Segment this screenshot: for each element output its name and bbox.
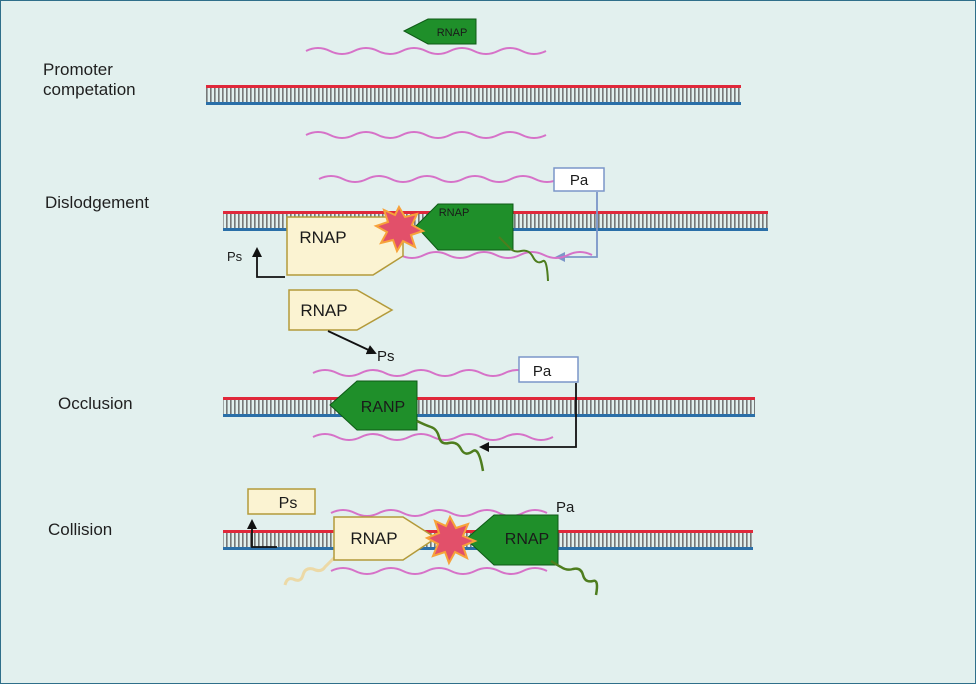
pa-arrow: [479, 383, 577, 452]
ps-promoter-arrow: [247, 519, 277, 548]
ps-binding-arrow: [327, 330, 377, 355]
rnap-label: RNAP: [437, 27, 468, 39]
rna-strand: [318, 175, 560, 183]
panel-label-collision: Collision: [48, 520, 112, 539]
dna-double-helix: [223, 397, 755, 417]
rna-transcript-tail: [498, 236, 549, 282]
panel-label-promoter-competation: Promoter competation: [43, 60, 136, 99]
ranp-label: RANP: [361, 399, 405, 416]
rnap-label: RNAP: [505, 531, 549, 548]
panel-label-promoter-line1: Promoter: [43, 60, 113, 79]
ps-label: Ps: [377, 348, 395, 365]
rna-strand: [312, 369, 554, 377]
rnap-cream: [286, 216, 404, 276]
rna-strand: [305, 131, 547, 139]
rnap-green: [329, 380, 418, 431]
rna-strand: [305, 47, 547, 55]
pa-promoter-box: [553, 167, 605, 192]
rna-strand: [330, 567, 548, 575]
pa-label: Pa: [556, 499, 575, 516]
pa-label: Pa: [570, 172, 589, 189]
ps-label: Ps: [227, 249, 243, 264]
rnap-green: [415, 203, 514, 251]
panel-label-dislodgement: Dislodgement: [45, 193, 149, 212]
rnap-green: [465, 514, 559, 566]
collision-burst: [373, 204, 426, 254]
pa-label: Pa: [533, 363, 552, 380]
rna-strand: [312, 433, 554, 441]
rna-transcript-tail: [416, 419, 485, 472]
pa-promoter-box: [518, 356, 579, 383]
dna-double-helix: [206, 85, 741, 105]
rnap-label: RNAP: [350, 529, 397, 548]
panel-label-occlusion: Occlusion: [58, 394, 133, 413]
ps-promoter-box: [247, 488, 316, 515]
rnap-green: [402, 18, 477, 45]
ps-promoter-arrow: [252, 247, 285, 278]
rnap-cream: [333, 516, 438, 561]
rnap-label: RNAP: [300, 301, 347, 320]
rna-transcript-tail: [283, 555, 337, 586]
rna-transcript-tail: [550, 559, 599, 596]
rnap-label: RNAP: [439, 207, 470, 219]
panel-label-promoter-line2: competation: [43, 80, 136, 99]
ps-label: Ps: [279, 495, 298, 512]
pa-arrow: [555, 192, 598, 262]
rnap-cream: [288, 289, 394, 331]
rnap-label: RNAP: [299, 228, 346, 247]
rna-strand: [375, 251, 593, 259]
collision-burst: [424, 514, 478, 566]
